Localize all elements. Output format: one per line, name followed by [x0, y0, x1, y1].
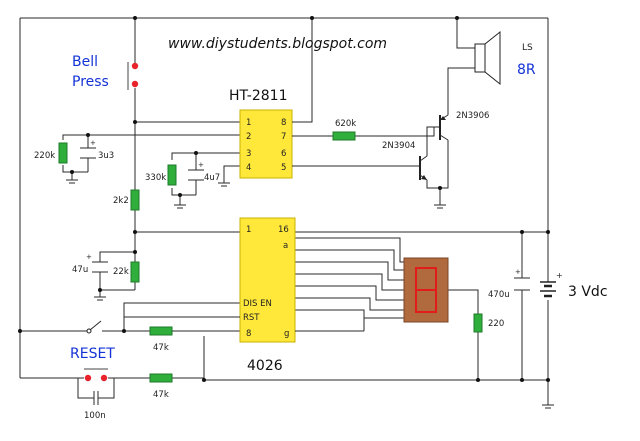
ground-icon — [434, 204, 446, 209]
ic1-pin-7: 7 — [281, 132, 286, 142]
label-220: 220 — [488, 319, 504, 329]
ic2-pin-16: 16 — [278, 225, 289, 235]
ic2-pin-dis-en: DIS EN — [243, 299, 272, 309]
label-47u: 47u — [72, 265, 88, 275]
ls-label: LS — [522, 43, 533, 53]
press-label: Press — [72, 74, 109, 90]
label-4u7: 4u7 — [204, 173, 220, 183]
ground-icon — [542, 404, 554, 409]
svg-text:+: + — [198, 161, 204, 169]
capacitor-470u: + — [514, 268, 530, 291]
resistor-2k2 — [130, 189, 140, 211]
transistor-2n3906 — [439, 114, 449, 170]
ic1-pin-5: 5 — [281, 163, 286, 173]
resistor-47k-top — [149, 326, 173, 336]
label-220k: 220k — [34, 151, 55, 161]
seven-segment-display — [403, 257, 449, 323]
resistor-620k — [332, 131, 356, 141]
reset-switch — [86, 320, 102, 334]
ic2-pin-g: g — [284, 329, 289, 339]
resistor-47k-bottom — [149, 373, 173, 383]
label-2n3904: 2N3904 — [382, 141, 415, 151]
ic1-body — [239, 109, 293, 179]
capacitor-100n — [88, 391, 104, 405]
svg-text:+: + — [86, 253, 92, 261]
resistor-220k — [58, 142, 68, 164]
ic2-pin-8: 8 — [246, 329, 251, 339]
ic2-pin-rst: RST — [243, 313, 260, 323]
speaker-icon — [474, 30, 501, 86]
label-2n3906: 2N3906 — [456, 111, 489, 121]
site-url: www.diystudents.blogspot.com — [168, 36, 387, 52]
capacitor-47u: + — [86, 253, 108, 273]
label-47k-bottom: 47k — [153, 390, 169, 400]
ic1-name: HT-2811 — [229, 88, 287, 104]
svg-text:+: + — [515, 268, 521, 276]
label-100n: 100n — [84, 411, 106, 421]
label-2k2: 2k2 — [113, 196, 129, 206]
ic1-pin-6: 6 — [281, 149, 286, 159]
label-620k: 620k — [335, 119, 356, 129]
ic1-pin-3: 3 — [246, 149, 251, 159]
ic1-pin-1: 1 — [246, 118, 251, 128]
resistor-330k — [167, 164, 177, 186]
capacitor-4u7: + — [188, 161, 204, 181]
ic1-pin-4: 4 — [246, 163, 251, 173]
battery-icon: + — [540, 271, 563, 298]
ic2-name: 4026 — [247, 358, 283, 374]
svg-text:+: + — [556, 271, 563, 280]
transistor-2n3904 — [413, 155, 428, 181]
capacitor-3u3: + — [80, 139, 96, 159]
label-3u3: 3u3 — [98, 151, 114, 161]
resistor-220 — [473, 313, 483, 333]
svg-text:+: + — [90, 139, 96, 147]
bell-label: Bell — [72, 54, 98, 70]
ic1-pin-2: 2 — [246, 132, 251, 142]
label-330k: 330k — [145, 173, 166, 183]
ground-symbols — [66, 179, 554, 409]
ground-icon — [174, 204, 186, 209]
label-47k-top: 47k — [153, 343, 169, 353]
ic2-body — [239, 217, 296, 343]
ground-icon — [94, 296, 106, 301]
label-470u: 470u — [488, 290, 510, 300]
ic1-pin-8: 8 — [281, 118, 286, 128]
ls-impedance: 8R — [517, 62, 536, 78]
reset-label: RESET — [70, 346, 115, 362]
resistor-22k — [130, 261, 140, 283]
reset-button — [84, 368, 108, 382]
ground-icon — [218, 182, 230, 187]
ic2-pin-1: 1 — [246, 225, 251, 235]
label-22k: 22k — [113, 267, 129, 277]
ic2-pin-a: a — [283, 241, 288, 251]
supply-label: 3 Vdc — [568, 284, 608, 300]
ground-icon — [66, 179, 78, 184]
bell-press-button — [127, 62, 139, 90]
